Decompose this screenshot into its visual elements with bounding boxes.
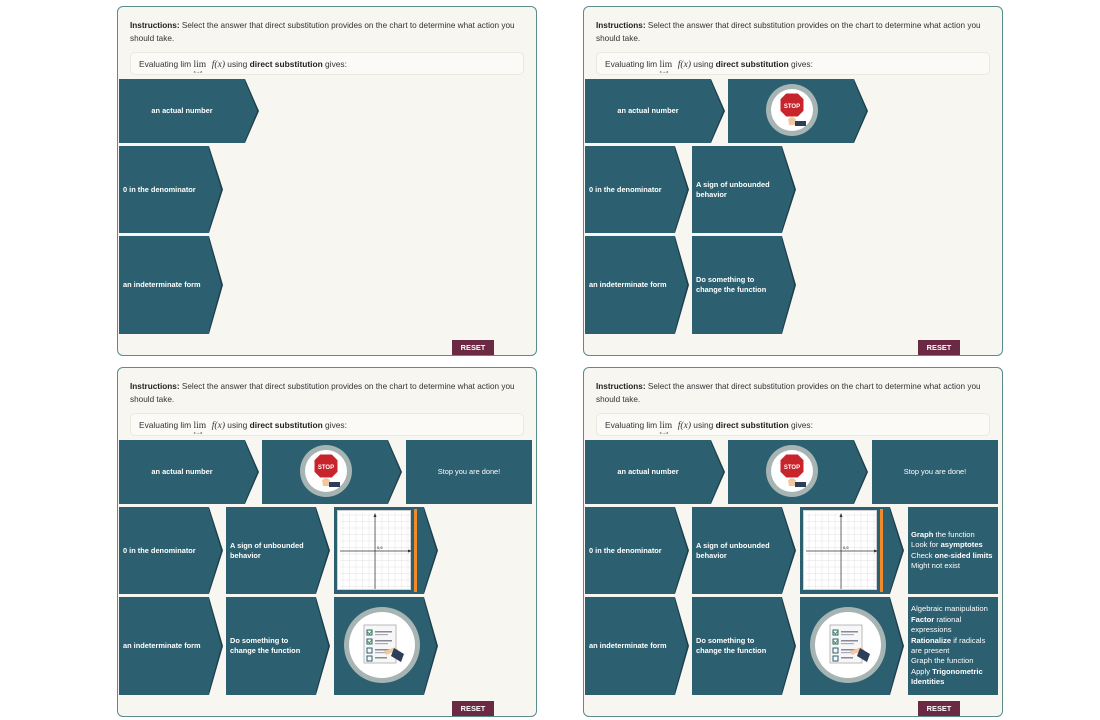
result-change-function[interactable]: Do something to change the function — [226, 597, 316, 695]
step-line: Algebraic manipulation — [911, 604, 988, 614]
panel-bottom-bar — [744, 716, 848, 717]
svg-text:0,0: 0,0 — [843, 545, 849, 550]
result-stop-sign[interactable]: STOP — [728, 79, 854, 143]
stop-sign-icon: STOP — [779, 453, 806, 487]
result-unbounded[interactable]: A sign of unbounded behavior — [226, 507, 316, 594]
result-stop-done[interactable]: Stop you are done! — [872, 440, 998, 504]
step-line: Check one-sided limits — [911, 550, 993, 560]
stop-sign-circle: STOP — [300, 445, 352, 497]
option-zero-denominator[interactable]: 0 in the denominator — [119, 507, 209, 594]
result-stop-sign[interactable]: STOP — [262, 440, 388, 504]
graph-icon: 0,0 — [803, 510, 878, 590]
option-actual-number[interactable]: an actual number — [119, 440, 245, 504]
reset-button[interactable]: RESET — [452, 701, 494, 716]
chart-panel-2: Instructions: Select the answer that dir… — [583, 6, 1003, 356]
reset-button[interactable]: RESET — [918, 340, 960, 355]
step-line: Factor rational expressions — [911, 614, 962, 635]
action-checklist[interactable] — [334, 597, 424, 695]
checklist-circle — [810, 607, 886, 683]
instructions: Instructions: Select the answer that dir… — [596, 382, 981, 404]
graph-highlight — [880, 509, 883, 592]
svg-text:0,0: 0,0 — [377, 545, 383, 550]
checklist-icon — [829, 624, 870, 664]
option-indeterminate[interactable]: an indeterminate form — [119, 597, 209, 695]
option-zero-denominator[interactable]: 0 in the denominator — [119, 146, 209, 233]
chart-panel-3: Instructions: Select the answer that dir… — [117, 367, 537, 717]
stop-sign-circle: STOP — [766, 84, 818, 136]
chart-panel-1: Instructions: Select the answer that dir… — [117, 6, 537, 356]
step-line: Might not exist — [911, 560, 960, 570]
checklist-icon — [363, 624, 404, 664]
option-indeterminate[interactable]: an indeterminate form — [119, 236, 209, 334]
graph-icon: 0,0 — [337, 510, 412, 590]
option-indeterminate[interactable]: an indeterminate form — [585, 236, 675, 334]
action-checklist[interactable] — [800, 597, 890, 695]
option-actual-number[interactable]: an actual number — [585, 440, 711, 504]
result-change-function[interactable]: Do something to change the function — [692, 236, 782, 334]
option-zero-denominator[interactable]: 0 in the denominator — [585, 146, 675, 233]
svg-text:STOP: STOP — [318, 465, 334, 471]
panel-bottom-bar — [278, 355, 382, 356]
panel-bottom-bar — [278, 716, 382, 717]
result-change-function[interactable]: Do something to change the function — [692, 597, 782, 695]
option-actual-number[interactable]: an actual number — [585, 79, 711, 143]
result-unbounded[interactable]: A sign of unbounded behavior — [692, 507, 782, 594]
option-actual-number[interactable]: an actual number — [119, 79, 245, 143]
step-line: Graph the function — [911, 656, 974, 666]
stop-sign-icon: STOP — [779, 92, 806, 126]
step-line: Look for asymptotes — [911, 540, 983, 550]
svg-text:STOP: STOP — [784, 465, 800, 471]
svg-text:STOP: STOP — [784, 104, 800, 110]
instructions: Instructions: Select the answer that dir… — [596, 21, 981, 43]
step-line: Rationalize if radicals are present — [911, 635, 986, 655]
option-indeterminate[interactable]: an indeterminate form — [585, 597, 675, 695]
instructions: Instructions: Select the answer that dir… — [130, 21, 515, 43]
checklist-circle — [344, 607, 420, 683]
step-line: Apply Trigonometric Identities — [911, 666, 983, 687]
stop-sign-circle: STOP — [766, 445, 818, 497]
panel-bottom-bar — [744, 355, 848, 356]
instructions: Instructions: Select the answer that dir… — [130, 382, 515, 404]
option-zero-denominator[interactable]: 0 in the denominator — [585, 507, 675, 594]
chart-panel-4: Instructions: Select the answer that dir… — [583, 367, 1003, 717]
result-stop-sign[interactable]: STOP — [728, 440, 854, 504]
graph-highlight — [414, 509, 417, 592]
step-line: Graph the function — [911, 529, 975, 539]
result-stop-done[interactable]: Stop you are done! — [406, 440, 532, 504]
reset-button[interactable]: RESET — [452, 340, 494, 355]
action-graph[interactable]: 0,0 — [800, 507, 890, 594]
result-unbounded[interactable]: A sign of unbounded behavior — [692, 146, 782, 233]
stop-sign-icon: STOP — [313, 453, 340, 487]
action-graph[interactable]: 0,0 — [334, 507, 424, 594]
reset-button[interactable]: RESET — [918, 701, 960, 716]
